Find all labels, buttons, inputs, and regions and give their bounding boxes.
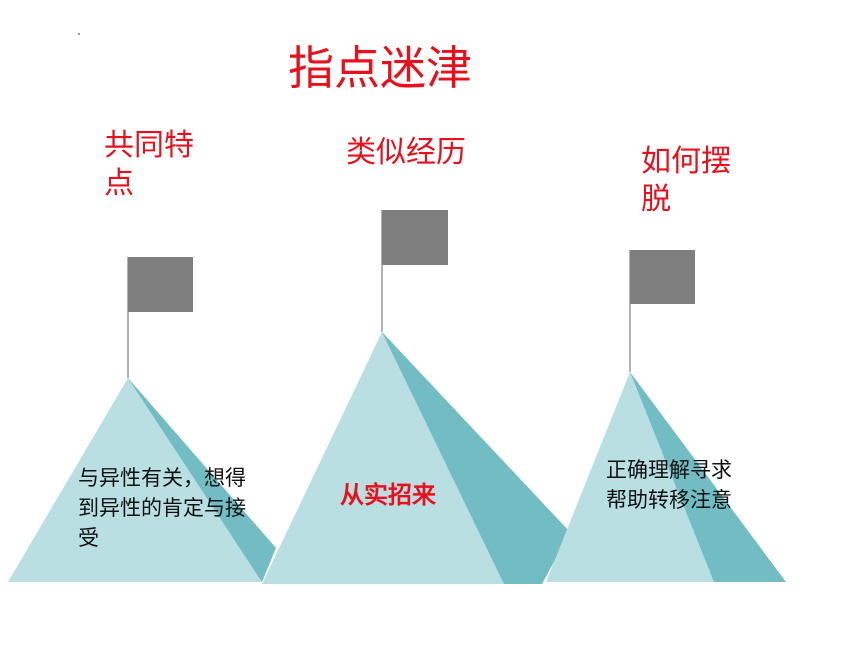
decorative-dot	[78, 33, 80, 35]
slide-title: 指点迷津	[288, 41, 472, 95]
flag-center	[382, 210, 448, 265]
heading-how-to-escape: 如何摆脱	[641, 144, 731, 217]
mountain-left	[8, 257, 276, 582]
mountain-center-face	[262, 332, 504, 584]
heading-similar-experience: 类似经历	[346, 135, 466, 170]
mountain-right	[546, 250, 786, 582]
caption-center: 从实招来	[340, 481, 436, 509]
mountain-center	[262, 210, 570, 584]
mountain-right-shadow	[630, 372, 786, 582]
flag-left	[128, 257, 193, 312]
heading-common-traits: 共同特点	[104, 128, 194, 201]
mountain-right-face	[546, 372, 714, 582]
flag-right	[630, 250, 695, 304]
caption-left: 与异性有关，想得到异性的肯定与接受	[78, 466, 246, 550]
caption-right: 正确理解寻求帮助转移注意	[606, 458, 732, 512]
mountain-left-face	[8, 378, 262, 582]
mountain-center-shadow	[382, 332, 570, 584]
